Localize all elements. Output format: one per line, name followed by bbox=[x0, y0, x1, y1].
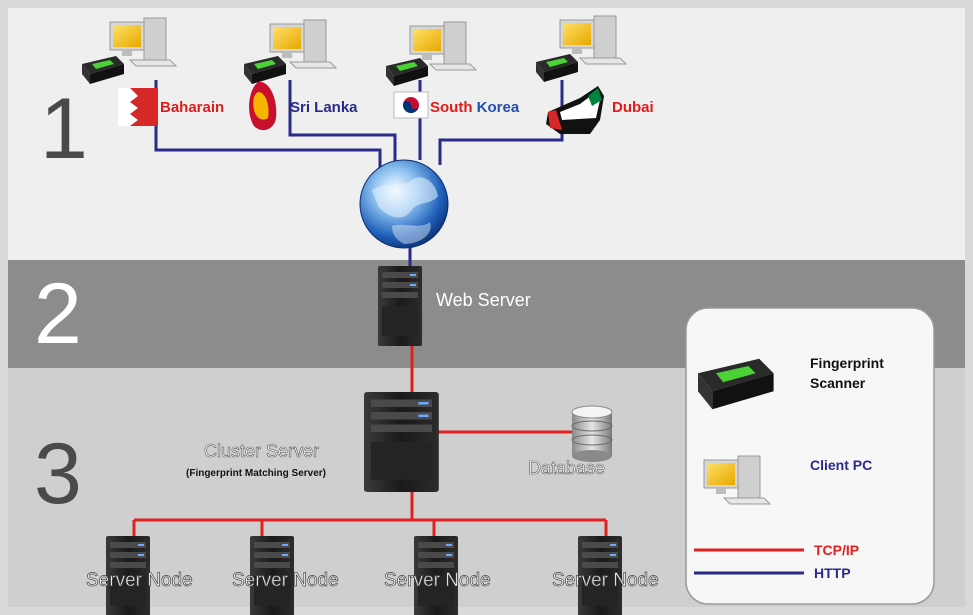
server-node-label: Server Node bbox=[232, 570, 339, 591]
internet-globe-icon bbox=[359, 159, 449, 249]
country-label-part: Sri Lanka bbox=[290, 99, 358, 116]
country-label-dubai: Dubai bbox=[612, 99, 654, 116]
server-node-label: Server Node bbox=[384, 570, 491, 591]
client-baharain: Baharain bbox=[82, 17, 224, 126]
server-node-label: Server Node bbox=[86, 570, 193, 591]
tier-number-1: 1 bbox=[40, 81, 88, 177]
legend-scanner-label-line2: Scanner bbox=[810, 375, 866, 391]
database: Database bbox=[528, 405, 613, 478]
legend-scanner-label-line1: Fingerprint bbox=[810, 355, 884, 371]
client-dubai: Dubai bbox=[536, 15, 654, 134]
country-label-srilanka: Sri Lanka bbox=[290, 99, 358, 116]
client-srilanka: Sri Lanka bbox=[244, 19, 358, 131]
legend-tcpip-label: TCP/IP bbox=[814, 542, 859, 558]
cluster-server: Cluster Server (Fingerprint Matching Ser… bbox=[186, 392, 439, 492]
server-node-1: Server Node bbox=[86, 536, 193, 615]
legend-client-pc-label: Client PC bbox=[810, 457, 872, 473]
korea-flag-icon bbox=[393, 91, 429, 119]
country-label-part: Dubai bbox=[612, 99, 654, 116]
database-icon bbox=[571, 405, 613, 462]
server-node-label: Server Node bbox=[552, 570, 659, 591]
cluster-server-icon bbox=[364, 392, 439, 492]
country-label-southkorea: South Korea bbox=[430, 99, 520, 116]
tcpip-links bbox=[132, 346, 608, 538]
client-southkorea: South Korea bbox=[386, 21, 520, 119]
cluster-server-sublabel: (Fingerprint Matching Server) bbox=[186, 468, 326, 479]
server-node-2: Server Node bbox=[232, 536, 339, 615]
web-server-label: Web Server bbox=[436, 290, 531, 310]
legend-http-label: HTTP bbox=[814, 565, 851, 581]
legend-panel: Fingerprint Scanner Client PC TCP/IP HTT… bbox=[685, 307, 935, 605]
uae-map-icon bbox=[546, 86, 604, 134]
web-server-icon bbox=[378, 266, 422, 346]
country-label-part: Baharain bbox=[160, 99, 224, 116]
server-node-4: Server Node bbox=[552, 536, 659, 615]
country-label-part: South bbox=[430, 99, 473, 116]
tier1-band bbox=[8, 8, 965, 260]
database-label: Database bbox=[528, 458, 605, 478]
sri-lanka-map-icon bbox=[249, 81, 277, 131]
tier-number-3: 3 bbox=[34, 426, 82, 522]
bahrain-flag-icon bbox=[118, 88, 158, 126]
http-link-srilanka bbox=[288, 80, 397, 162]
country-label-baharain: Baharain bbox=[160, 99, 224, 116]
server-node-3: Server Node bbox=[384, 536, 491, 615]
tier-number-2: 2 bbox=[34, 266, 82, 362]
cluster-server-label: Cluster Server bbox=[204, 441, 319, 461]
country-label-part: Korea bbox=[473, 99, 520, 116]
